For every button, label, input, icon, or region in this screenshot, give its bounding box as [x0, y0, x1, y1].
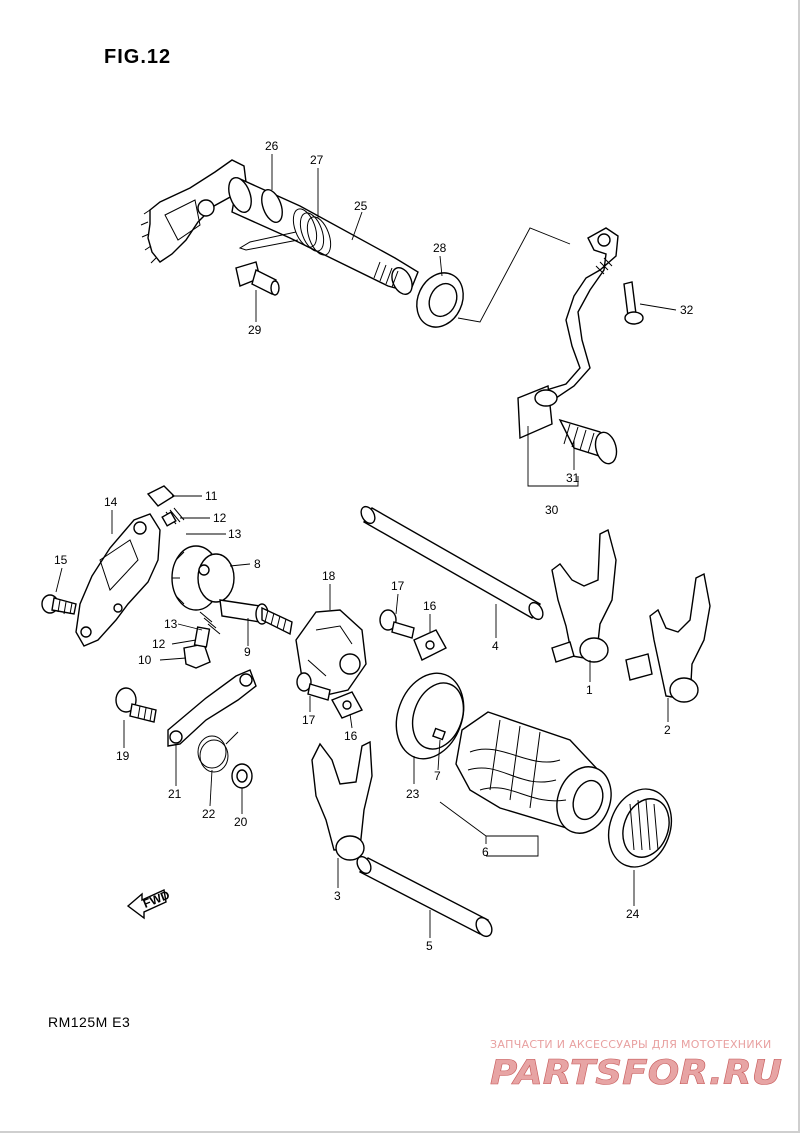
callout-labels: 26 27 25 28 29 32 31 30 11 12 13 8 14 15…: [54, 139, 694, 953]
callout-22: 22: [202, 807, 216, 821]
shift-cam-stopper-group: [41, 485, 293, 789]
stopper-cap-11: [146, 485, 176, 507]
callout-17-upper: 17: [391, 579, 405, 593]
bolt-15: [41, 594, 77, 615]
callout-7: 7: [434, 769, 441, 783]
needle-bearing-24: [607, 788, 673, 868]
callout-29: 29: [248, 323, 262, 337]
fork-shaft-4: [360, 505, 544, 621]
callout-32: 32: [680, 303, 694, 317]
callout-10: 10: [138, 653, 152, 667]
shift-drum-6: [455, 711, 612, 834]
callout-14: 14: [104, 495, 118, 509]
callout-21: 21: [168, 787, 182, 801]
bolt-17-upper: [379, 609, 415, 639]
callout-1: 1: [586, 683, 593, 697]
callout-2: 2: [664, 723, 671, 737]
callout-31: 31: [566, 471, 580, 485]
model-code: RM125M E3: [48, 1014, 131, 1030]
callout-26: 26: [265, 139, 279, 153]
callout-6: 6: [482, 845, 489, 859]
gearshift-lever-assembly: [517, 227, 644, 465]
callout-8: 8: [254, 557, 261, 571]
callout-5: 5: [426, 939, 433, 953]
drum-pin-7: [432, 727, 446, 741]
pin-bolt-29: [235, 261, 280, 296]
callout-15: 15: [54, 553, 68, 567]
watermark-caption: ЗАПЧАСТИ И АКСЕССУАРЫ ДЛЯ МОТОТЕХНИКИ: [490, 1038, 772, 1051]
oil-seal-28: [416, 272, 464, 328]
callout-12-lower: 12: [152, 637, 166, 651]
lever-bolt-32: [623, 281, 644, 325]
return-spring: [238, 208, 332, 256]
callout-3: 3: [334, 889, 341, 903]
arm-spring-22: [197, 731, 239, 773]
callout-18: 18: [322, 569, 336, 583]
callout-24: 24: [626, 907, 640, 921]
gearshift-shaft-assembly: [140, 159, 571, 328]
shift-lever: [518, 227, 619, 415]
shift-cam-driven-gear: [171, 545, 235, 611]
callout-30: 30: [545, 503, 559, 517]
cam-guide-group: [295, 609, 447, 719]
bearing-23: [395, 672, 465, 760]
shift-fork-3: [311, 740, 373, 861]
callout-11: 11: [205, 489, 218, 503]
stopper-plate: [75, 513, 161, 647]
callout-4: 4: [492, 639, 499, 653]
bolt-17-lower: [296, 672, 331, 701]
callout-13-upper: 13: [228, 527, 242, 541]
fwd-label: FWD: [141, 888, 172, 911]
bolt-19: [115, 687, 157, 723]
callout-12-upper: 12: [213, 511, 227, 525]
callout-27: 27: [310, 153, 324, 167]
callout-13-lower: 13: [164, 617, 178, 631]
callout-9: 9: [244, 645, 251, 659]
washer-20: [231, 763, 253, 789]
shift-fork-1: [551, 528, 617, 663]
callout-28: 28: [433, 241, 447, 255]
callout-19: 19: [116, 749, 130, 763]
lever-rubber-31: [558, 418, 618, 465]
leader-lines: [55, 154, 677, 938]
cam-pin-9: [219, 599, 293, 636]
watermark-logo: PARTSFOR.RU: [490, 1053, 783, 1092]
watermark-logo-text: PARTSFOR.RU: [490, 1053, 782, 1092]
callout-16-upper: 16: [423, 599, 437, 613]
shift-arm-21: [167, 669, 257, 747]
forward-direction-arrow: FWD: [126, 888, 172, 920]
callout-25: 25: [354, 199, 368, 213]
figure-title: FIG.12: [104, 46, 172, 68]
fork-shaft-5: [356, 855, 493, 938]
pawl-10: [183, 626, 211, 669]
shift-fork-2: [625, 572, 711, 703]
callout-17-lower: 17: [302, 713, 316, 727]
callout-23: 23: [406, 787, 420, 801]
callout-20: 20: [234, 815, 248, 829]
callout-16-lower: 16: [344, 729, 358, 743]
